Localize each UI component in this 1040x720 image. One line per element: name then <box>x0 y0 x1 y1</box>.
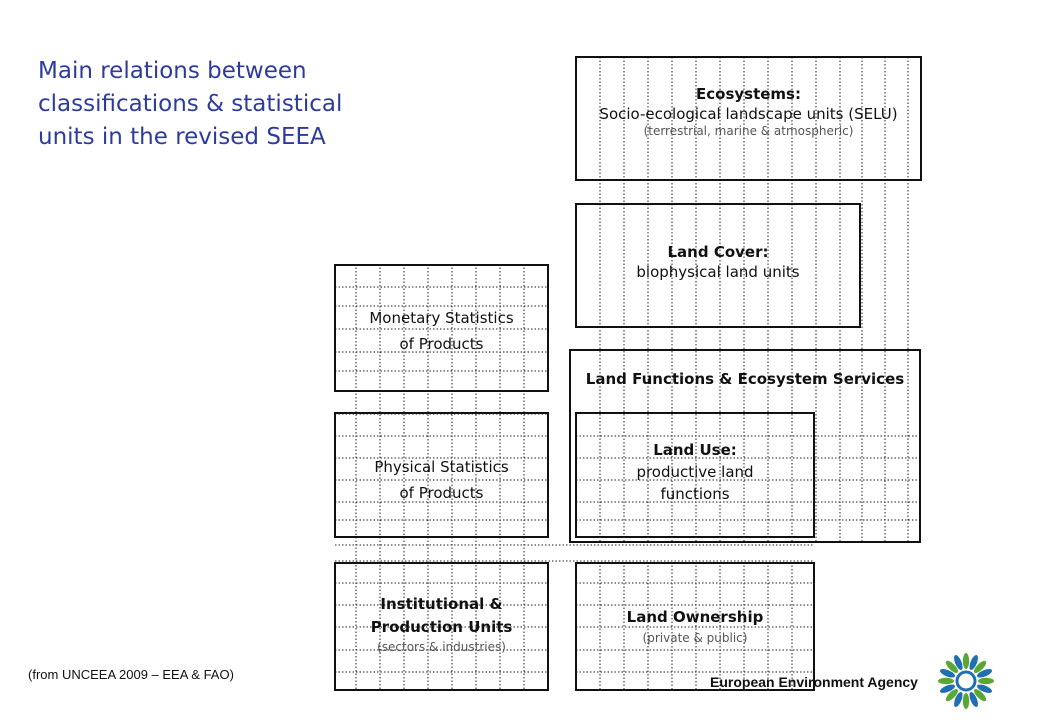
land-cover-label: Land Cover: biophysical land units <box>576 243 860 282</box>
institutional-heading-2: Production Units <box>370 617 513 636</box>
slide-title: Main relations between classifications &… <box>38 55 418 154</box>
land-ownership-box <box>575 562 815 691</box>
ecosystems-box <box>575 56 922 181</box>
logo-core <box>955 670 977 692</box>
monetary-label: Monetary Statistics of Products <box>335 305 548 358</box>
eea-logo-icon <box>938 653 994 709</box>
physical-line-1: Physical Statistics <box>374 458 509 476</box>
land-use-body-2: functions <box>660 484 730 503</box>
logo-petal <box>954 655 963 670</box>
land-use-box <box>575 412 815 538</box>
land-functions-label: Land Functions & Ecosystem Services <box>570 370 920 390</box>
logo-petal <box>962 693 970 709</box>
logo-petal <box>974 689 987 702</box>
institutional-heading-1: Institutional & <box>380 595 503 613</box>
logo-petal <box>940 669 955 678</box>
ecosystems-sub: (terrestrial, marine & atmospheric) <box>643 124 854 138</box>
land-use-heading: Land Use: <box>653 441 737 459</box>
logo-petal <box>945 660 958 673</box>
land-ownership-heading: Land Ownership <box>626 608 764 626</box>
logo-petal <box>938 677 954 685</box>
monetary-box <box>334 264 549 392</box>
physical-label: Physical Statistics of Products <box>335 454 548 507</box>
agency-name: European Environment Agency <box>710 674 918 690</box>
title-line-2: classifications & statistical <box>38 91 343 117</box>
source-note: (from UNCEEA 2009 – EEA & FAO) <box>28 667 234 682</box>
logo-petal <box>969 692 978 707</box>
land-ownership-label: Land Ownership (private & public) <box>576 606 814 647</box>
land-cover-box <box>575 203 861 328</box>
logo-petal <box>978 677 994 685</box>
institutional-box <box>334 562 549 691</box>
logo-petal <box>977 684 992 693</box>
monetary-line-2: of Products <box>399 335 484 354</box>
logo-petal <box>969 655 978 670</box>
land-cover-heading: Land Cover: <box>667 243 769 261</box>
ecosystems-label: Ecosystems: Socio-ecological landscape u… <box>576 85 921 140</box>
ecosystems-body: Socio-ecological landscape units (SELU) <box>599 104 898 123</box>
logo-petal <box>940 684 955 693</box>
land-functions-heading: Land Functions & Ecosystem Services <box>585 370 905 388</box>
institutional-label: Institutional & Production Units (sector… <box>335 593 548 656</box>
title-line-3: units in the revised SEEA <box>38 124 326 150</box>
logo-petal <box>974 660 987 673</box>
logo-petal <box>962 653 970 669</box>
land-cover-body: biophysical land units <box>636 262 800 281</box>
monetary-line-1: Monetary Statistics <box>369 309 514 327</box>
logo-petal <box>945 689 958 702</box>
logo-petal <box>977 669 992 678</box>
ecosystems-heading: Ecosystems: <box>696 85 801 103</box>
title-line-1: Main relations between <box>38 58 307 84</box>
land-use-label: Land Use: productive land functions <box>576 440 814 505</box>
land-functions-box <box>569 349 921 543</box>
physical-box <box>334 412 549 538</box>
land-use-body-1: productive land <box>636 462 754 481</box>
logo-petal <box>954 692 963 707</box>
institutional-sub: (sectors & industries) <box>377 640 506 654</box>
land-ownership-sub: (private & public) <box>642 630 748 645</box>
physical-line-2: of Products <box>399 484 484 503</box>
